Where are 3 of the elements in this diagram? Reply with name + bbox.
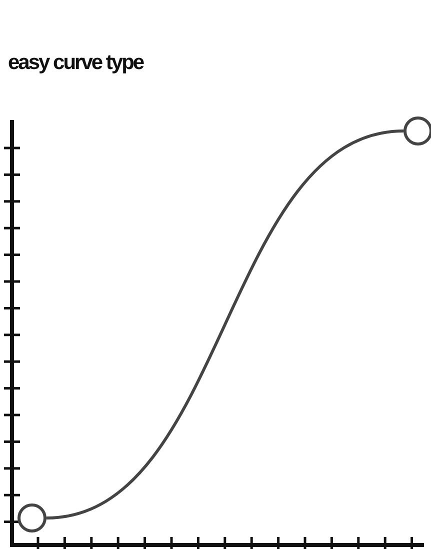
title: easy curve type: [8, 52, 144, 73]
circle-marker: [17, 503, 47, 533]
curve-line: [46, 130, 404, 520]
